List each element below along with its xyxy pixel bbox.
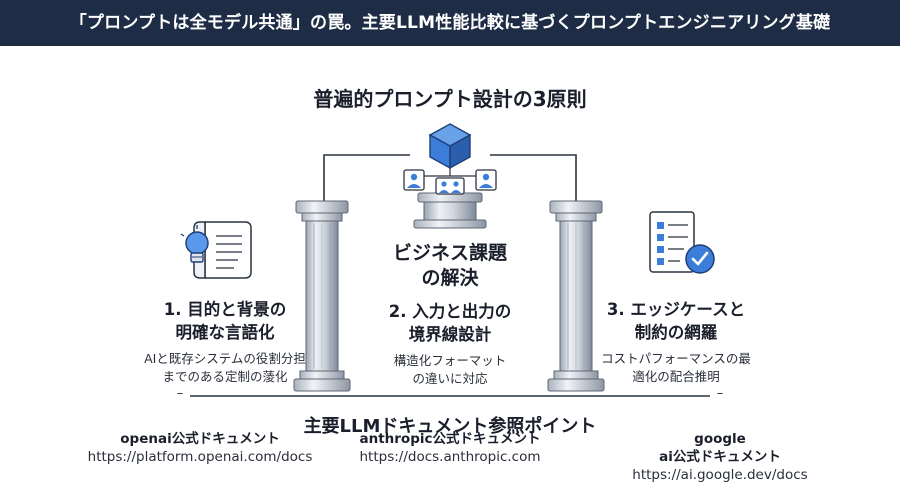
dash-mark-left: – [176, 386, 184, 401]
dash-mark-right: – [716, 386, 724, 401]
principle-2: 2. 入力と出力の 境界線設計 構造化フォーマット の違いに対応 [350, 300, 550, 388]
principle-3-desc-line1: コストパフォーマンスの最 [601, 351, 751, 366]
doc-openai-name: openai公式ドキュメント [120, 431, 280, 447]
doc-anthropic: anthropic公式ドキュメント https://docs.anthropic… [320, 430, 580, 466]
center-goal-text: ビジネス課題 の解決 [345, 241, 555, 291]
principle-2-desc-line2: の違いに対応 [412, 371, 488, 386]
principle-1-title-line2: 明確な言語化 [175, 323, 275, 342]
docs-section-title: 主要LLMドキュメント参照ポイント [303, 416, 597, 437]
doc-openai: openai公式ドキュメント https://platform.openai.c… [70, 430, 330, 466]
doc-google-name-line1: google [694, 431, 746, 447]
right-pillar [547, 200, 605, 392]
connector-lines [323, 154, 577, 202]
doc-anthropic-name: anthropic公式ドキュメント [359, 431, 541, 447]
checklist-icon [649, 211, 715, 274]
doc-google-name: ai公式ドキュメント [659, 449, 781, 465]
principle-2-title-line2: 境界線設計 [408, 325, 492, 344]
doc-openai-link[interactable]: https://platform.openai.com/docs [87, 449, 313, 465]
cube-network-icon [403, 123, 497, 195]
page-title: 「プロンプトは全モデル共通」の罠。主要LLM性能比較に基づくプロンプトエンジニア… [69, 13, 831, 33]
header-bar [0, 0, 900, 46]
principle-1-desc-line1: AIと既存システムの役割分担 [144, 351, 306, 366]
principle-2-title-line1: 2. 入力と出力の [388, 302, 512, 321]
principle-3-title-line1: 3. エッジケースと [606, 300, 746, 319]
center-goal-line1: ビジネス課題 [392, 242, 507, 264]
lightbulb-scroll-icon [180, 221, 252, 279]
left-pillar [293, 200, 351, 392]
principle-1-desc-line2: までのある定制の蔆化 [162, 369, 288, 384]
principle-3-title-line2: 制約の網羅 [634, 323, 718, 342]
center-goal-line2: の解決 [421, 267, 479, 289]
center-pedestal [413, 192, 487, 229]
doc-anthropic-link[interactable]: https://docs.anthropic.com [359, 449, 541, 465]
principle-2-desc-line1: 構造化フォーマット [393, 353, 507, 368]
principle-1: 1. 目的と背景の 明確な言語化 AIと既存システムの役割分担 までのある定制の… [125, 298, 325, 386]
principle-3-desc-line2: 適化の配合推明 [632, 369, 720, 384]
doc-google: google ai公式ドキュメント https://ai.google.dev/… [590, 430, 850, 484]
doc-google-link[interactable]: https://ai.google.dev/docs [632, 467, 808, 483]
section-title: 普遍的プロンプト設計の3原則 [313, 87, 587, 111]
principle-3: 3. エッジケースと 制約の網羅 コストパフォーマンスの最 適化の配合推明 [576, 298, 776, 386]
principle-1-title-line1: 1. 目的と背景の [163, 300, 287, 319]
